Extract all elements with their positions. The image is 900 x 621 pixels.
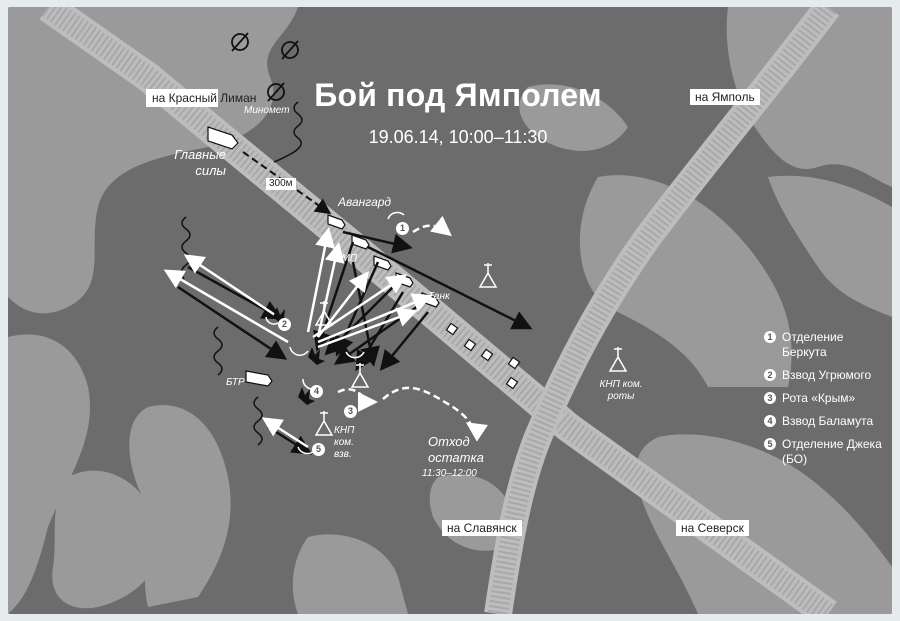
legend-number: 4 bbox=[764, 415, 776, 427]
map-badge-1: 1 bbox=[396, 222, 409, 235]
map-badge-5: 5 bbox=[312, 443, 325, 456]
legend-number: 3 bbox=[764, 392, 776, 404]
label-main-forces: Главные силы bbox=[174, 147, 226, 178]
label-vanguard: Авангард bbox=[338, 195, 392, 209]
enemy-column bbox=[207, 126, 521, 390]
legend-item: 4 Взвод Баламута bbox=[764, 414, 884, 429]
legend-text: Рота «Крым» bbox=[782, 391, 856, 405]
legend-text: Отделение Беркута bbox=[782, 330, 844, 359]
command-post-symbols bbox=[314, 263, 628, 436]
label-bmp: БМП bbox=[335, 253, 358, 264]
map-badge-3: 3 bbox=[344, 405, 357, 418]
label-tank: Танк bbox=[428, 291, 450, 302]
legend-text: Взвод Угрюмого bbox=[782, 368, 872, 382]
legend-number: 1 bbox=[764, 331, 776, 343]
road-sign-krasny-liman: на Красный Лиман bbox=[146, 89, 256, 107]
label-btr: БТР bbox=[226, 377, 245, 388]
legend-item: 2 Взвод Угрюмого bbox=[764, 368, 884, 383]
legend: 1 Отделение Беркута 2 Взвод Угрюмого 3 Р… bbox=[764, 330, 884, 475]
legend-number: 5 bbox=[764, 438, 776, 450]
label-retreat: Отход остатка bbox=[428, 434, 484, 465]
map-subtitle: 19.06.14, 10:00–11:30 bbox=[368, 127, 548, 147]
label-distance: 300м bbox=[266, 178, 296, 190]
label-mortar: Миномет bbox=[244, 105, 290, 116]
map-badge-4: 4 bbox=[310, 385, 323, 398]
legend-item: 1 Отделение Беркута bbox=[764, 330, 884, 360]
map-title: Бой под Ямполем bbox=[314, 77, 602, 113]
label-knp-platoon: КНП ком. взв. bbox=[334, 425, 355, 460]
label-retreat-time: 11:30–12:00 bbox=[422, 468, 477, 479]
fire-arrows-white bbox=[163, 227, 433, 449]
roads bbox=[39, 7, 840, 614]
legend-number: 2 bbox=[764, 369, 776, 381]
map-frame: Бой под Ямполем 19.06.14, 10:00–11:30 на… bbox=[8, 7, 892, 614]
road-sign-slavyansk: на Славянск bbox=[442, 520, 522, 536]
legend-item: 3 Рота «Крым» bbox=[764, 391, 884, 406]
legend-text: Отделение Джека (БО) bbox=[782, 437, 882, 466]
road-sign-yampol: на Ямполь bbox=[690, 89, 760, 105]
legend-text: Взвод Баламута bbox=[782, 414, 874, 428]
label-knp-company: КНП ком. роты bbox=[599, 379, 643, 402]
map-badge-2: 2 bbox=[278, 318, 291, 331]
road-sign-seversk: на Северск bbox=[676, 520, 749, 536]
mortar-symbols bbox=[231, 32, 299, 102]
legend-item: 5 Отделение Джека (БО) bbox=[764, 437, 884, 467]
main-forces-arrow bbox=[242, 151, 332, 215]
retreat-arrows bbox=[337, 215, 489, 442]
